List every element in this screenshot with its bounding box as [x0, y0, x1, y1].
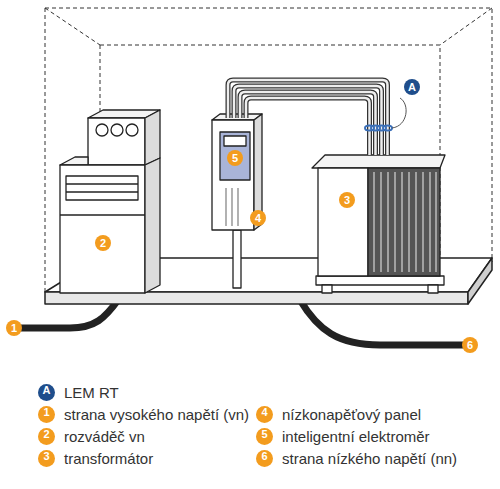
- hv-switchgear: [60, 110, 160, 293]
- legend-number: 4: [256, 406, 273, 423]
- cable-core: [240, 92, 376, 155]
- legend-text: rozváděč vn: [64, 428, 145, 445]
- cable-bundle: [228, 80, 388, 155]
- legend-swatch: A: [38, 384, 55, 401]
- callout-number: A: [404, 79, 420, 95]
- sensor-wire: [392, 98, 406, 128]
- cable-outline: [246, 98, 370, 155]
- legend-swatch: 2: [38, 428, 55, 445]
- equipment-node: 3: [312, 155, 445, 285]
- equipment-node: 5: [220, 132, 250, 180]
- legend-text: strana nízkého napětí (nn): [282, 450, 457, 467]
- legend-number: 5: [256, 428, 273, 445]
- callout-number: 5: [227, 150, 243, 166]
- legend-swatch: 4: [256, 406, 273, 423]
- cable-core: [234, 86, 382, 155]
- legend-text: nízkonapěťový panel: [282, 406, 421, 423]
- callout-number: 3: [339, 192, 355, 208]
- legend-swatch: 5: [256, 428, 273, 445]
- cable-under-floor: [118, 300, 300, 308]
- lv-panel: [212, 114, 262, 288]
- callout-number: 4: [250, 210, 266, 226]
- legend-swatch: 1: [38, 406, 55, 423]
- legend-number: 2: [38, 428, 55, 445]
- legend-number: 3: [38, 450, 55, 467]
- legend-swatch: 3: [38, 450, 55, 467]
- cable-outline: [228, 80, 388, 155]
- transformer: [312, 155, 445, 293]
- lem-rt-sensors: [365, 126, 392, 131]
- equipment-node: 2: [55, 110, 160, 295]
- legend-number: 6: [256, 450, 273, 467]
- legend-number: 1: [38, 406, 55, 423]
- cable-outline: [240, 92, 376, 155]
- legend-number: A: [38, 384, 55, 401]
- cable-core: [228, 80, 388, 155]
- legend-text: transformátor: [64, 450, 153, 467]
- room-outline: [45, 8, 492, 292]
- callout-number: 6: [462, 337, 478, 353]
- legend-text: inteligentní elektroměr: [282, 428, 430, 445]
- cable-core: [246, 98, 370, 155]
- cables-mains: [18, 300, 470, 345]
- legend-swatch: 6: [256, 450, 273, 467]
- callout-number: 1: [6, 320, 22, 336]
- equipment-node: 45: [212, 118, 262, 230]
- legend-text: LEM RT: [64, 384, 119, 401]
- callout-number: 2: [95, 235, 111, 251]
- legend-text: strana vysokého napětí (vn): [64, 406, 249, 423]
- cable-outline: [234, 86, 382, 155]
